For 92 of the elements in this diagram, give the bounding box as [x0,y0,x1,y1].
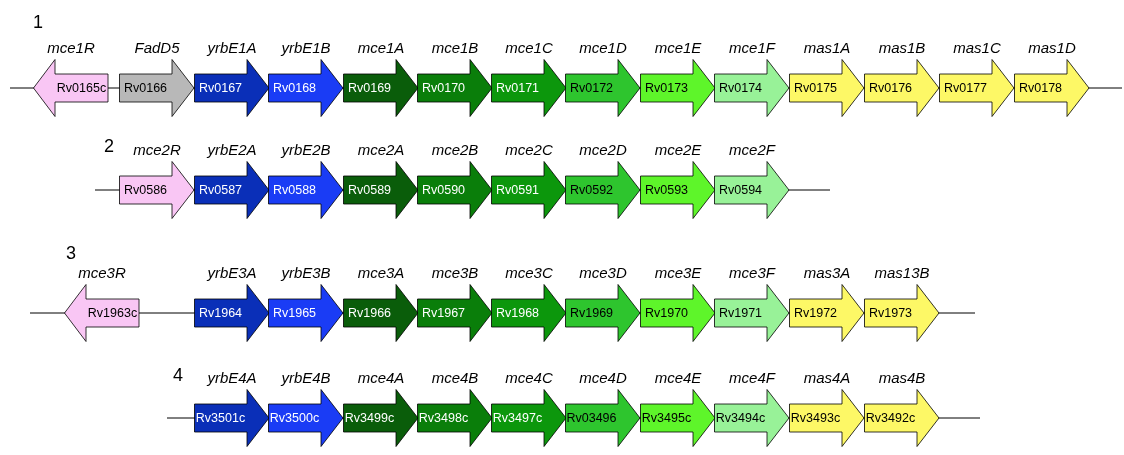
gene-name: mce4F [728,369,777,387]
gene-id-label: Rv3498c [417,410,470,426]
gene-name: mce1F [728,39,777,57]
gene-name: mce3B [430,264,480,282]
gene-name: yrbE1B [279,39,332,57]
gene-id-label: Rv1964 [197,305,244,321]
gene-name: mce3C [504,264,554,282]
gene-id-label: Rv1965 [271,305,318,321]
gene-name: mce2D [578,141,628,159]
gene-id-label: Rv0175 [792,80,839,96]
gene-name: mas4B [877,369,927,387]
gene-name: yrbE4A [205,369,258,387]
gene-id-label: Rv0592 [568,182,615,198]
gene-id-label: Rv0167 [197,80,244,96]
gene-id-label: Rv0590 [420,182,467,198]
gene-name: mce1A [356,39,406,57]
gene-id-label: Rv0586 [122,182,169,198]
gene-name: mas3A [802,264,852,282]
gene-name: FadD5 [133,39,181,57]
operon-number: 4 [173,365,183,385]
gene-name: mce1C [504,39,554,57]
gene-id-label: Rv0165c [55,80,108,96]
gene-name: mce2A [356,141,406,159]
gene-id-label: Rv0591 [494,182,541,198]
gene-id-label: Rv0587 [197,182,244,198]
gene-name: mce3F [728,264,777,282]
gene-name: mas1B [877,39,927,57]
operon-number: 3 [66,243,76,263]
gene-id-label: Rv1970 [643,305,690,321]
gene-name: mce1D [578,39,628,57]
gene-id-label: Rv1968 [494,305,541,321]
gene-name: mas1D [1027,39,1077,57]
gene-id-label: Rv0176 [867,80,914,96]
gene-name: mas13B [873,264,931,282]
gene-name: mce1R [46,39,96,57]
gene-name: mce4B [430,369,480,387]
gene-id-label: Rv03496 [565,410,618,426]
gene-name: yrbE2B [279,141,332,159]
gene-id-label: Rv3492c [864,410,917,426]
gene-name: mas1C [952,39,1002,57]
gene-id-label: Rv0593 [643,182,690,198]
gene-name: mce1E [653,39,703,57]
gene-id-label: Rv1966 [346,305,393,321]
gene-name: mce4E [653,369,703,387]
gene-id-label: Rv3495c [640,410,693,426]
operon-number: 1 [33,12,43,32]
gene-id-label: Rv3501c [194,410,247,426]
gene-id-label: Rv0170 [420,80,467,96]
gene-id-label: Rv1967 [420,305,467,321]
gene-id-label: Rv1973 [867,305,914,321]
gene-name: yrbE1A [205,39,258,57]
gene-name: mas1A [802,39,852,57]
gene-name: yrbE4B [279,369,332,387]
gene-id-label: Rv3500c [268,410,321,426]
gene-id-label: Rv1969 [568,305,615,321]
gene-id-label: Rv0588 [271,182,318,198]
gene-id-label: Rv3493c [789,410,842,426]
gene-id-label: Rv3494c [714,410,767,426]
gene-id-label: Rv0178 [1017,80,1064,96]
gene-id-label: Rv1972 [792,305,839,321]
gene-name: mce2B [430,141,480,159]
gene-name: mce2F [728,141,777,159]
gene-id-label: Rv0171 [494,80,541,96]
operon-number: 2 [104,136,114,156]
gene-name: mce3D [578,264,628,282]
gene-name: mce4C [504,369,554,387]
gene-name: mce3A [356,264,406,282]
gene-id-label: Rv0174 [717,80,764,96]
gene-name: yrbE3B [279,264,332,282]
gene-name: mce1B [430,39,480,57]
gene-id-label: Rv3497c [491,410,544,426]
gene-id-label: Rv3499c [343,410,396,426]
gene-id-label: Rv0594 [717,182,764,198]
gene-name: mce3R [77,264,127,282]
gene-name: mas4A [802,369,852,387]
gene-id-label: Rv0166 [122,80,169,96]
gene-id-label: Rv0173 [643,80,690,96]
gene-name: mce2C [504,141,554,159]
gene-name: mce3E [653,264,703,282]
gene-id-label: Rv0168 [271,80,318,96]
gene-name: mce2E [653,141,703,159]
gene-id-label: Rv0589 [346,182,393,198]
gene-name: yrbE3A [205,264,258,282]
gene-id-label: Rv0169 [346,80,393,96]
gene-id-label: Rv1963c [86,305,139,321]
gene-name: yrbE2A [205,141,258,159]
gene-name: mce4D [578,369,628,387]
gene-id-label: Rv0172 [568,80,615,96]
gene-id-label: Rv1971 [717,305,764,321]
gene-id-label: Rv0177 [942,80,989,96]
gene-name: mce2R [132,141,182,159]
gene-name: mce4A [356,369,406,387]
